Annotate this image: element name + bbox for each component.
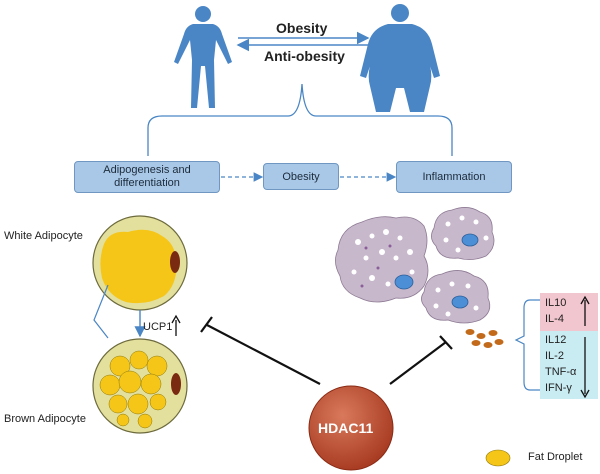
macrophage-large	[335, 216, 429, 303]
downregulated-panel	[540, 331, 598, 399]
lean-person-icon	[174, 6, 232, 108]
cytokine-granules	[465, 329, 504, 348]
cytokine-il12: IL12	[545, 334, 567, 346]
obesity-label: Obesity	[276, 20, 328, 36]
adipogenesis-line2: differentiation	[114, 177, 180, 189]
white-adipocyte-label: White Adipocyte	[4, 230, 83, 242]
fat-droplet-legend-label: Fat Droplet	[528, 451, 583, 463]
adipogenesis-line1: Adipogenesis and	[103, 164, 191, 176]
inhibit-line-left	[206, 324, 321, 385]
cytokine-tnf: TNF-α	[545, 366, 577, 378]
inflammation-box: Inflammation	[396, 161, 512, 193]
inhibit-bar-right	[439, 335, 453, 350]
inhibit-line-right	[389, 341, 447, 385]
anti-obesity-label: Anti-obesity	[264, 48, 345, 64]
ucp1-label: UCP1	[143, 321, 173, 333]
fat-droplet-legend-icon	[485, 449, 511, 467]
browning-connector	[93, 284, 109, 339]
cytokine-il10: IL10	[545, 297, 567, 309]
brown-adipocyte-label: Brown Adipocyte	[4, 413, 86, 425]
macrophage-top-right	[431, 207, 495, 260]
cytokine-il2: IL-2	[545, 350, 564, 362]
adipogenesis-box: Adipogenesis and differentiation	[74, 161, 220, 193]
cytokine-il4: IL-4	[545, 313, 564, 325]
brown-adipocyte-cell	[92, 338, 188, 434]
macrophage-bottom-right	[421, 270, 491, 324]
cytokine-ifn: IFN-γ	[545, 382, 572, 394]
obese-person-icon	[360, 4, 440, 112]
inhibit-bar-left	[200, 316, 213, 333]
hdac11-node	[308, 385, 394, 471]
hdac11-label: HDAC11	[318, 420, 374, 436]
brace-connector	[147, 83, 453, 156]
white-adipocyte-cell	[92, 215, 188, 311]
upregulated-panel	[540, 293, 598, 331]
obesity-box: Obesity	[263, 163, 339, 190]
cytokine-bracket	[514, 299, 540, 391]
